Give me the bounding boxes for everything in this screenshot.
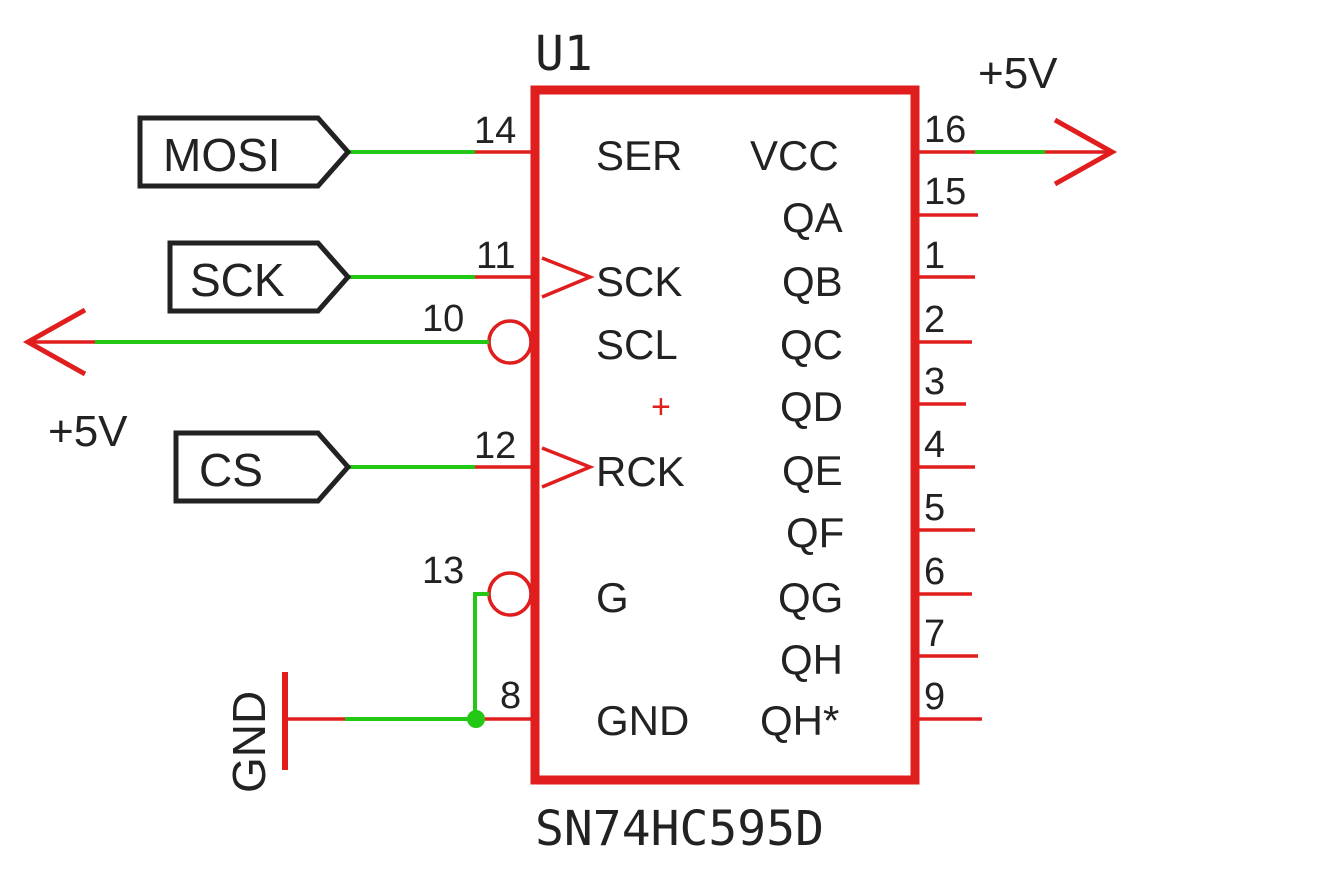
pin-13-number: 13 bbox=[422, 550, 464, 592]
right-pin-group: 16 VCC 15 QA 1 QB 2 QC 3 QD 4 QE 5 QF 6 … bbox=[750, 109, 982, 744]
pin-6-number: 6 bbox=[924, 551, 945, 593]
pin-qb-label: QB bbox=[782, 258, 843, 305]
pin-8-number: 8 bbox=[500, 675, 521, 717]
pin-rck-label: RCK bbox=[596, 448, 685, 495]
pin-15-number: 15 bbox=[924, 171, 966, 213]
pin-12-number: 12 bbox=[474, 425, 516, 467]
vcc-arrow-left-icon[interactable] bbox=[22, 307, 87, 377]
ic-body[interactable] bbox=[530, 85, 920, 785]
port-sck-label: SCK bbox=[190, 254, 285, 306]
pin-qg-label: QG bbox=[778, 574, 843, 621]
wire-g-to-gnd[interactable] bbox=[473, 592, 489, 719]
pin-qf-label: QF bbox=[786, 509, 844, 556]
pin-qc-label: QC bbox=[780, 321, 843, 368]
inversion-bubble-icon bbox=[487, 319, 533, 365]
pin-9-number: 9 bbox=[924, 676, 945, 718]
junction-dot bbox=[467, 710, 485, 728]
pin-qe-label: QE bbox=[782, 447, 843, 494]
pin-5-number: 5 bbox=[924, 487, 945, 529]
origin-marker: + bbox=[651, 388, 671, 426]
pin-sck-label: SCK bbox=[596, 258, 682, 305]
pin-2-number: 2 bbox=[924, 299, 945, 341]
supply-vcc-left-label: +5V bbox=[48, 407, 128, 456]
component-part-number: SN74HC595D bbox=[535, 801, 824, 857]
pin-vcc-label: VCC bbox=[750, 132, 839, 179]
pin-11-number: 11 bbox=[476, 235, 515, 277]
pin-10-number: 10 bbox=[422, 298, 464, 340]
supply-vcc-right-label: +5V bbox=[978, 49, 1058, 98]
pin-qa-label: QA bbox=[782, 194, 843, 241]
vcc-arrow-icon[interactable] bbox=[1053, 117, 1118, 187]
component-designator: U1 bbox=[535, 26, 593, 82]
port-cs-label: CS bbox=[199, 444, 263, 496]
pin-qh-label: QH bbox=[780, 636, 843, 683]
pin-gnd-label: GND bbox=[596, 697, 689, 744]
pin-ser-label: SER bbox=[596, 132, 682, 179]
pin-14-number: 14 bbox=[474, 110, 516, 152]
pin-7-number: 7 bbox=[924, 613, 945, 655]
pin-scl-label: SCL bbox=[596, 321, 678, 368]
port-cs-shape[interactable] bbox=[173, 430, 352, 504]
supply-ground-label: GND bbox=[223, 691, 275, 793]
pin-16-number: 16 bbox=[924, 109, 966, 151]
port-sck-shape[interactable] bbox=[167, 240, 352, 314]
port-mosi-shape[interactable] bbox=[137, 115, 352, 189]
pin-1-number: 1 bbox=[924, 235, 945, 277]
pin-3-number: 3 bbox=[924, 361, 945, 403]
clock-input-icon bbox=[541, 446, 595, 489]
inversion-bubble-icon bbox=[487, 571, 533, 617]
pin-qh-star-label: QH* bbox=[760, 697, 839, 744]
pin-g-label: G bbox=[596, 574, 629, 621]
pin-qd-label: QD bbox=[780, 383, 843, 430]
pin-4-number: 4 bbox=[924, 424, 945, 466]
clock-input-icon bbox=[541, 256, 595, 299]
port-mosi-label: MOSI bbox=[163, 129, 281, 181]
